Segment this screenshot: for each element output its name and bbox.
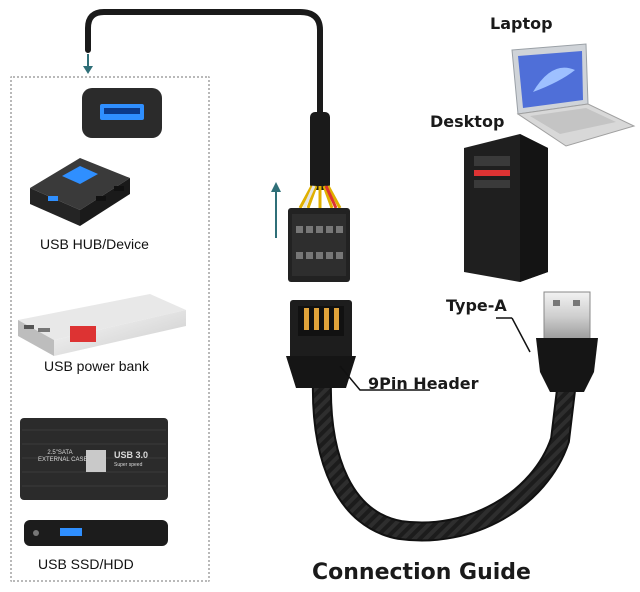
usb3-subtext: Super speed — [114, 462, 143, 468]
page-title: Connection Guide — [312, 560, 531, 585]
ssd-enclosure-image — [20, 418, 168, 500]
label-desktop: Desktop — [430, 112, 505, 131]
power-bank-image — [18, 294, 186, 356]
male-9pin-header — [286, 300, 356, 388]
usb3-logo: USB 3.0 Super speed — [114, 450, 148, 470]
label-9pin-header: 9Pin Header — [368, 374, 479, 393]
arrow-up-icon — [271, 182, 281, 238]
usb-type-a-plug — [536, 291, 598, 392]
arrow-down-icon — [83, 54, 93, 74]
usb-hub-image — [30, 158, 130, 226]
enclosure-line2: EXTERNAL CASE — [38, 457, 88, 463]
label-laptop: Laptop — [490, 14, 553, 33]
female-9pin-connector — [288, 208, 350, 282]
ssd-side-image — [24, 520, 168, 546]
usb-port-closeup — [82, 88, 162, 138]
label-power-bank: USB power bank — [44, 358, 150, 374]
usb3-text: USB 3.0 — [114, 450, 149, 460]
top-cable — [85, 9, 342, 209]
label-usb-hub: USB HUB/Device — [40, 236, 149, 252]
label-type-a: Type-A — [446, 296, 507, 315]
device-panel — [10, 76, 210, 582]
enclosure-line1: 2.5"SATA — [47, 450, 73, 456]
laptop-image — [511, 43, 636, 147]
enclosure-label: 2.5"SATA EXTERNAL CASE — [38, 450, 88, 464]
label-ssd-hdd: USB SSD/HDD — [38, 556, 134, 572]
leader-lines — [339, 317, 531, 391]
cable-strain-relief — [310, 112, 330, 190]
desktop-tower-image — [464, 134, 548, 282]
